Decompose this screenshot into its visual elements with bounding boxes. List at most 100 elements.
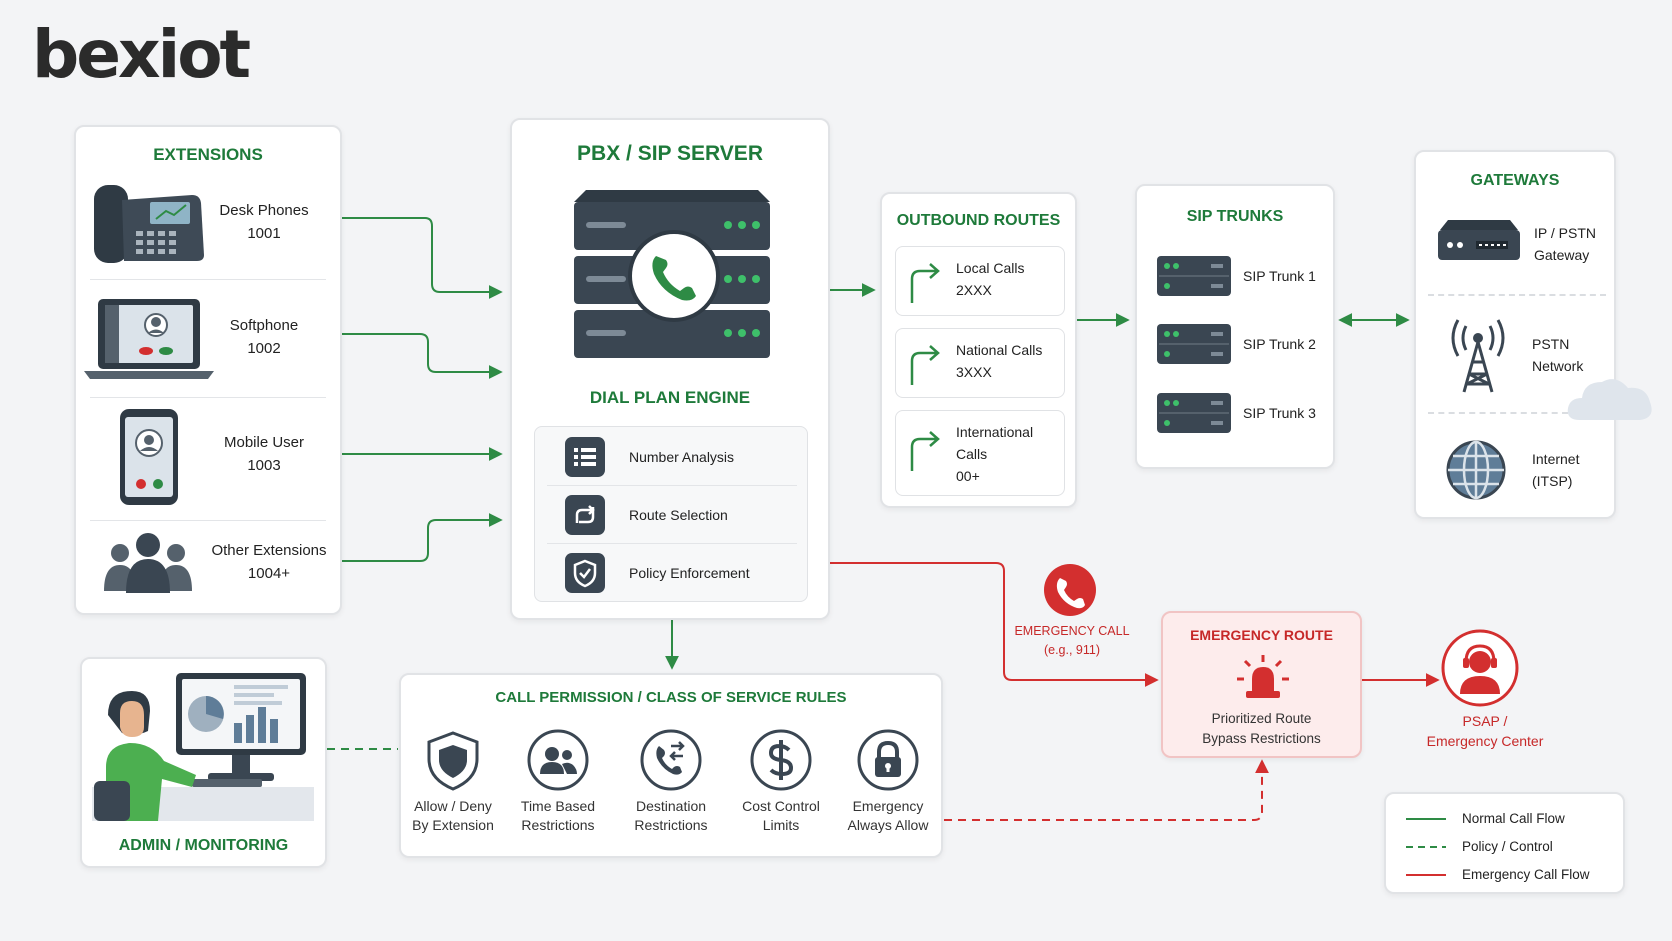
gateways-panel: GATEWAYS IP / PSTN Gateway PSTN Network … xyxy=(1414,150,1616,519)
brand-logo: bexiot xyxy=(32,16,251,93)
sip-trunk-2-label: SIP Trunk 2 xyxy=(1243,336,1316,352)
desk-phones-name: Desk Phones xyxy=(219,202,309,219)
psap-label-line-1: PSAP / xyxy=(1462,713,1508,729)
emergency-route-panel: EMERGENCY ROUTE Prioritized Route Bypass… xyxy=(1161,611,1362,758)
route-international: International Calls 00+ xyxy=(895,410,1065,496)
legend-emergency-line xyxy=(1406,874,1446,876)
national-calls-label: National Calls xyxy=(956,342,1043,358)
legend-normal-label: Normal Call Flow xyxy=(1462,811,1565,826)
pbx-panel: PBX / SIP SERVER DIAL PLAN ENGINE Number… xyxy=(510,118,830,620)
server-icon xyxy=(1157,256,1231,296)
international-calls-label-2: Calls xyxy=(956,446,988,462)
admin-at-workstation-icon xyxy=(92,673,314,821)
shield-icon xyxy=(427,731,479,791)
sip-trunk-1-label: SIP Trunk 1 xyxy=(1243,268,1316,284)
policy-enforcement-label: Policy Enforcement xyxy=(629,565,750,581)
rules-panel: CALL PERMISSION / CLASS OF SERVICE RULES… xyxy=(399,673,943,858)
siren-icon xyxy=(1237,655,1289,698)
international-calls-label-1: International xyxy=(956,424,1034,440)
server-icon xyxy=(1157,324,1231,364)
server-icon xyxy=(1157,393,1231,433)
turn-right-arrow-icon xyxy=(910,431,940,471)
destination-line-1: Destination xyxy=(635,798,707,814)
gateway-device-icon xyxy=(1438,220,1520,260)
antenna-tower-icon xyxy=(1451,319,1505,393)
route-local: Local Calls 2XXX xyxy=(895,246,1065,316)
gateways-title: GATEWAYS xyxy=(1470,172,1560,189)
lock-icon xyxy=(857,729,919,791)
softphone-number: 1002 xyxy=(247,340,281,357)
time-based-line-2: Restrictions xyxy=(521,817,595,833)
allow-deny-line-1: Allow / Deny xyxy=(414,798,492,814)
legend-normal-line xyxy=(1406,818,1446,820)
emergency-call-label: EMERGENCY CALL xyxy=(1014,624,1130,638)
local-calls-pattern: 2XXX xyxy=(956,282,992,298)
international-calls-pattern: 00+ xyxy=(956,468,980,484)
sip-trunks-panel: SIP TRUNKS SIP Trunk 1 SIP Trunk 2 SIP T… xyxy=(1135,184,1335,469)
route-selection-label: Route Selection xyxy=(629,507,728,523)
desk-phones-number: 1001 xyxy=(247,225,281,242)
mobile-phone-icon xyxy=(120,409,178,505)
destination-line-2: Restrictions xyxy=(634,817,708,833)
legend-policy-label: Policy / Control xyxy=(1462,839,1553,854)
outbound-routes-panel: OUTBOUND ROUTES Local Calls 2XXX Nationa… xyxy=(880,192,1077,508)
local-calls-label: Local Calls xyxy=(956,260,1025,276)
psap-label-line-2: Emergency Center xyxy=(1426,733,1544,749)
emergency-phone-icon xyxy=(1044,564,1096,616)
list-icon xyxy=(565,437,605,477)
extensions-title: EXTENSIONS xyxy=(153,145,263,164)
mobile-user-name: Mobile User xyxy=(223,434,305,451)
route-icon xyxy=(565,495,605,535)
internet-line-2: (ITSP) xyxy=(1532,473,1573,489)
turn-right-arrow-icon xyxy=(910,345,940,385)
legend-policy-line xyxy=(1406,846,1446,848)
laptop-icon xyxy=(84,299,214,379)
extensions-panel: EXTENSIONS Desk Phones 1001 Softphone 10… xyxy=(74,125,342,615)
cost-control-line-1: Cost Control xyxy=(742,798,820,814)
globe-icon xyxy=(1446,440,1506,500)
gateway-line-1: IP / PSTN xyxy=(1534,225,1596,241)
softphone-name: Softphone xyxy=(229,317,299,334)
other-extensions-number: 1004+ xyxy=(247,565,291,582)
dial-plan-engine-title: DIAL PLAN ENGINE xyxy=(589,388,751,407)
group-icon xyxy=(104,533,192,593)
emergency-allow-line-1: Emergency xyxy=(852,798,924,814)
cost-control-line-2: Limits xyxy=(762,817,800,833)
number-analysis-label: Number Analysis xyxy=(629,449,735,465)
route-national: National Calls 3XXX xyxy=(895,328,1065,398)
cloud-icon xyxy=(1567,379,1652,420)
turn-right-arrow-icon xyxy=(910,263,940,303)
sip-trunks-title: SIP TRUNKS xyxy=(1186,208,1284,225)
gateway-line-2: Gateway xyxy=(1534,247,1590,263)
other-extensions-name: Other Extensions xyxy=(211,542,327,559)
dollar-icon xyxy=(750,729,812,791)
national-calls-pattern: 3XXX xyxy=(956,364,992,380)
internet-line-1: Internet xyxy=(1532,451,1580,467)
pstn-line-2: Network xyxy=(1532,358,1584,374)
pstn-line-1: PSTN xyxy=(1532,336,1570,352)
extension-connectors xyxy=(312,217,503,562)
phone-transfer-icon xyxy=(640,729,702,791)
legend-emergency-label: Emergency Call Flow xyxy=(1462,867,1590,882)
softphone-connector xyxy=(342,333,503,379)
mobile-user-number: 1003 xyxy=(247,457,281,474)
other-extensions-connector xyxy=(312,513,503,562)
time-based-line-1: Time Based xyxy=(520,798,596,814)
emergency-route-line-2: Bypass Restrictions xyxy=(1202,731,1321,746)
psap-operator-icon xyxy=(1441,629,1519,707)
dial-plan-steps: Number Analysis Route Selection Policy E… xyxy=(534,426,808,602)
desk-phone-connector xyxy=(342,217,503,299)
emergency-flow-line xyxy=(828,562,1159,687)
emergency-route-title: EMERGENCY ROUTE xyxy=(1190,627,1333,643)
admin-panel: ADMIN / MONITORING xyxy=(80,657,327,868)
emergency-route-line-1: Prioritized Route xyxy=(1211,711,1312,726)
desk-phone-icon xyxy=(94,185,204,263)
rules-emergency-policy-link xyxy=(944,759,1269,821)
sip-trunk-3-label: SIP Trunk 3 xyxy=(1243,405,1316,421)
server-stack-icon xyxy=(574,190,770,358)
outbound-routes-title: OUTBOUND ROUTES xyxy=(896,212,1061,229)
emergency-allow-line-2: Always Allow xyxy=(847,817,929,833)
shield-check-icon xyxy=(565,553,605,593)
rules-title: CALL PERMISSION / CLASS OF SERVICE RULES xyxy=(495,689,847,706)
emergency-call-example: (e.g., 911) xyxy=(1043,643,1101,657)
